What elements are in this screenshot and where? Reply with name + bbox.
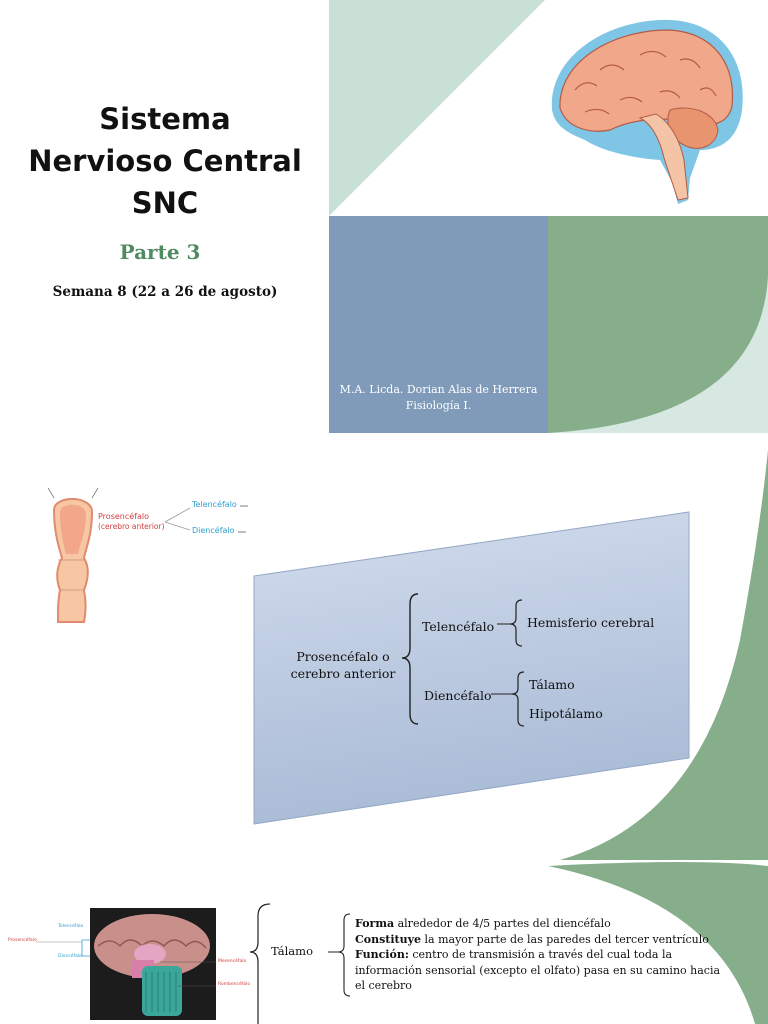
desc-line-5: el cerebro xyxy=(355,979,412,992)
figure-label-mid: Diencéfalo xyxy=(58,954,82,959)
slide1-decoration xyxy=(329,0,768,433)
desc-line-2: Constituye la mayor parte de las paredes… xyxy=(355,932,735,948)
desc-key-funcion: Función: xyxy=(355,948,409,961)
green-curve-decoration xyxy=(560,450,768,860)
desc-val-2: la mayor parte de las paredes del tercer… xyxy=(421,932,709,946)
slide2-graphics xyxy=(47,450,768,860)
concept-branch-diencefalo: Diencéfalo xyxy=(424,688,492,703)
figure-label-diencefalo: Diencéfalo xyxy=(192,526,235,535)
brain-sagittal-icon xyxy=(551,19,743,204)
brain-photo-figure xyxy=(36,908,216,1020)
title-line-1: Sistema xyxy=(99,102,231,136)
desc-key-constituye: Constituye xyxy=(355,932,422,946)
title-line-3: SNC xyxy=(131,186,199,220)
figure-label-r2: Rombencéfalo xyxy=(218,982,251,987)
concept-node-hipotalamo: Hipotálamo xyxy=(529,706,603,721)
title-line-2: Nervioso Central xyxy=(28,144,302,178)
mint-triangle xyxy=(329,0,545,216)
figure-label-top: Telencéfalo xyxy=(58,924,84,929)
author-name: M.A. Licda. Dorian Alas de Herrera xyxy=(339,383,538,396)
green-quarter-circle xyxy=(548,216,768,433)
desc-val-3: centro de transmisión a través del cual … xyxy=(408,948,673,961)
concept-root: Prosencéfalo o cerebro anterior xyxy=(268,648,418,682)
concept-map-panel xyxy=(253,511,690,825)
figure-label-telencefalo: Telencéfalo xyxy=(192,500,237,509)
desc-line-4: información sensorial (excepto el olfato… xyxy=(355,963,721,977)
thalamus-slide: Prosencéfalo Telencéfalo Diencéfalo Mese… xyxy=(0,862,768,1024)
concept-node-hemisferio: Hemisferio cerebral xyxy=(527,615,655,630)
talamo-left-brace xyxy=(249,903,271,1024)
title-slide: Sistema Nervioso Central SNC Parte 3 Sem… xyxy=(0,0,768,433)
presentation-title: Sistema Nervioso Central SNC xyxy=(0,98,330,224)
talamo-right-brace xyxy=(337,913,351,997)
neural-tube-figure xyxy=(47,487,99,623)
figure-label-prosencefalo: Prosencéfalo xyxy=(98,512,150,521)
author-block: M.A. Licda. Dorian Alas de Herrera Fisio… xyxy=(329,382,548,414)
course-name: Fisiología I. xyxy=(405,399,472,412)
green-arc-decoration xyxy=(548,862,768,1024)
concept-branch-telencefalo: Telencéfalo xyxy=(422,619,495,634)
topic-label: Tálamo xyxy=(271,944,313,958)
desc-line-1: Forma alrededor de 4/5 partes del diencé… xyxy=(355,916,735,932)
figure-label-cerebro-anterior: (cerebro anterior) xyxy=(98,522,165,531)
figure-label-left: Prosencéfalo xyxy=(8,938,37,943)
blue-block xyxy=(329,216,548,433)
prosencephalon-slide: Prosencéfalo (cerebro anterior) Telencéf… xyxy=(0,440,768,860)
main-brace xyxy=(401,593,419,725)
concept-root-line-2: cerebro anterior xyxy=(290,666,396,681)
desc-line-3: Función: centro de transmisión a través … xyxy=(355,947,735,963)
concept-node-talamo: Tálamo xyxy=(529,677,575,692)
subtitle: Parte 3 xyxy=(119,240,201,264)
talamo-description: Forma alrededor de 4/5 partes del diencé… xyxy=(355,916,735,994)
figure-leader-lines xyxy=(164,507,191,531)
figure-label-r1: Mesencéfalo xyxy=(218,959,247,964)
figure-dash-marks xyxy=(238,505,248,533)
desc-val-1: alrededor de 4/5 partes del diencéfalo xyxy=(394,917,611,930)
desc-key-forma: Forma xyxy=(355,917,395,930)
slide3-graphics xyxy=(36,862,768,1024)
week-range: Semana 8 (22 a 26 de agosto) xyxy=(52,284,278,300)
concept-root-line-1: Prosencéfalo o xyxy=(296,649,390,664)
